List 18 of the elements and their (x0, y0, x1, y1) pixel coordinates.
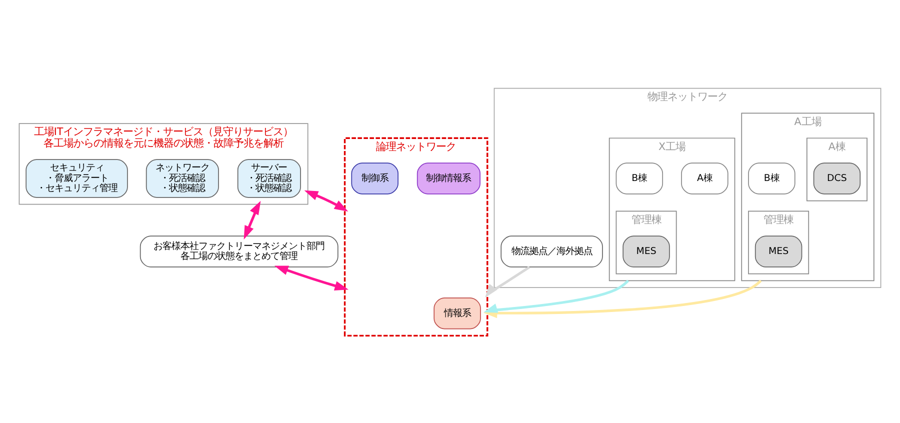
node-box: サーバー ・死活確認 ・状態確認 (237, 158, 301, 198)
arrow (274, 265, 349, 290)
node-box: 物流拠点／海外拠点 (500, 235, 603, 267)
arrow (304, 190, 348, 211)
node-box: 情報系 (434, 296, 481, 329)
node-box: ネットワーク ・死活確認 ・状態確認 (146, 158, 219, 198)
node-box: A棟 (681, 162, 728, 194)
node-box: MES (754, 235, 802, 267)
node-box: MES (622, 235, 670, 267)
node-box: お客様本社ファクトリーマネジメント部門 各工場の状態をまとめて管理 (140, 235, 338, 267)
node-box: B棟 (616, 162, 664, 194)
node-box: B棟 (748, 162, 796, 194)
arrow (484, 279, 630, 312)
node-box: 制御情報系 (416, 162, 480, 194)
node-box: 制御系 (351, 162, 398, 194)
node-box: セキュリティ ・脅威アラート ・セキュリティ管理 (26, 158, 128, 198)
arrow (244, 200, 261, 240)
node-box: DCS (813, 162, 861, 194)
